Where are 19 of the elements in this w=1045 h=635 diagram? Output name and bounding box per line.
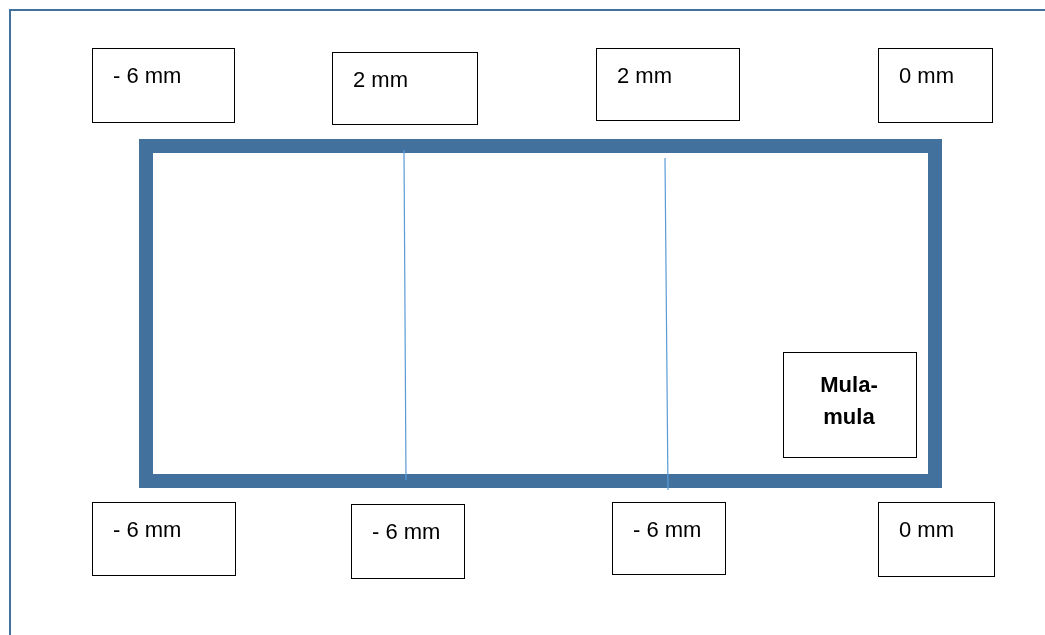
label-box [92,502,236,576]
label-box [332,52,478,125]
label-box [612,502,726,575]
measurement-text: - 6 mm [113,517,182,543]
measurement-text: - 6 mm [633,517,702,543]
label-box [783,352,917,458]
plot-frame [139,139,942,488]
label-box [878,48,993,123]
label-box [351,504,465,579]
measurement-text: 0 mm [899,517,954,543]
label-box [596,48,740,121]
label-box [878,502,995,577]
measurement-text: - 6 mm [113,63,182,89]
plot-label: Mula-mula [819,371,879,431]
measurement-text: 0 mm [899,63,954,89]
label-box [92,48,235,123]
measurement-text: - 6 mm [372,519,441,545]
measurement-text: 2 mm [353,67,408,93]
measurement-text: 2 mm [617,63,672,89]
